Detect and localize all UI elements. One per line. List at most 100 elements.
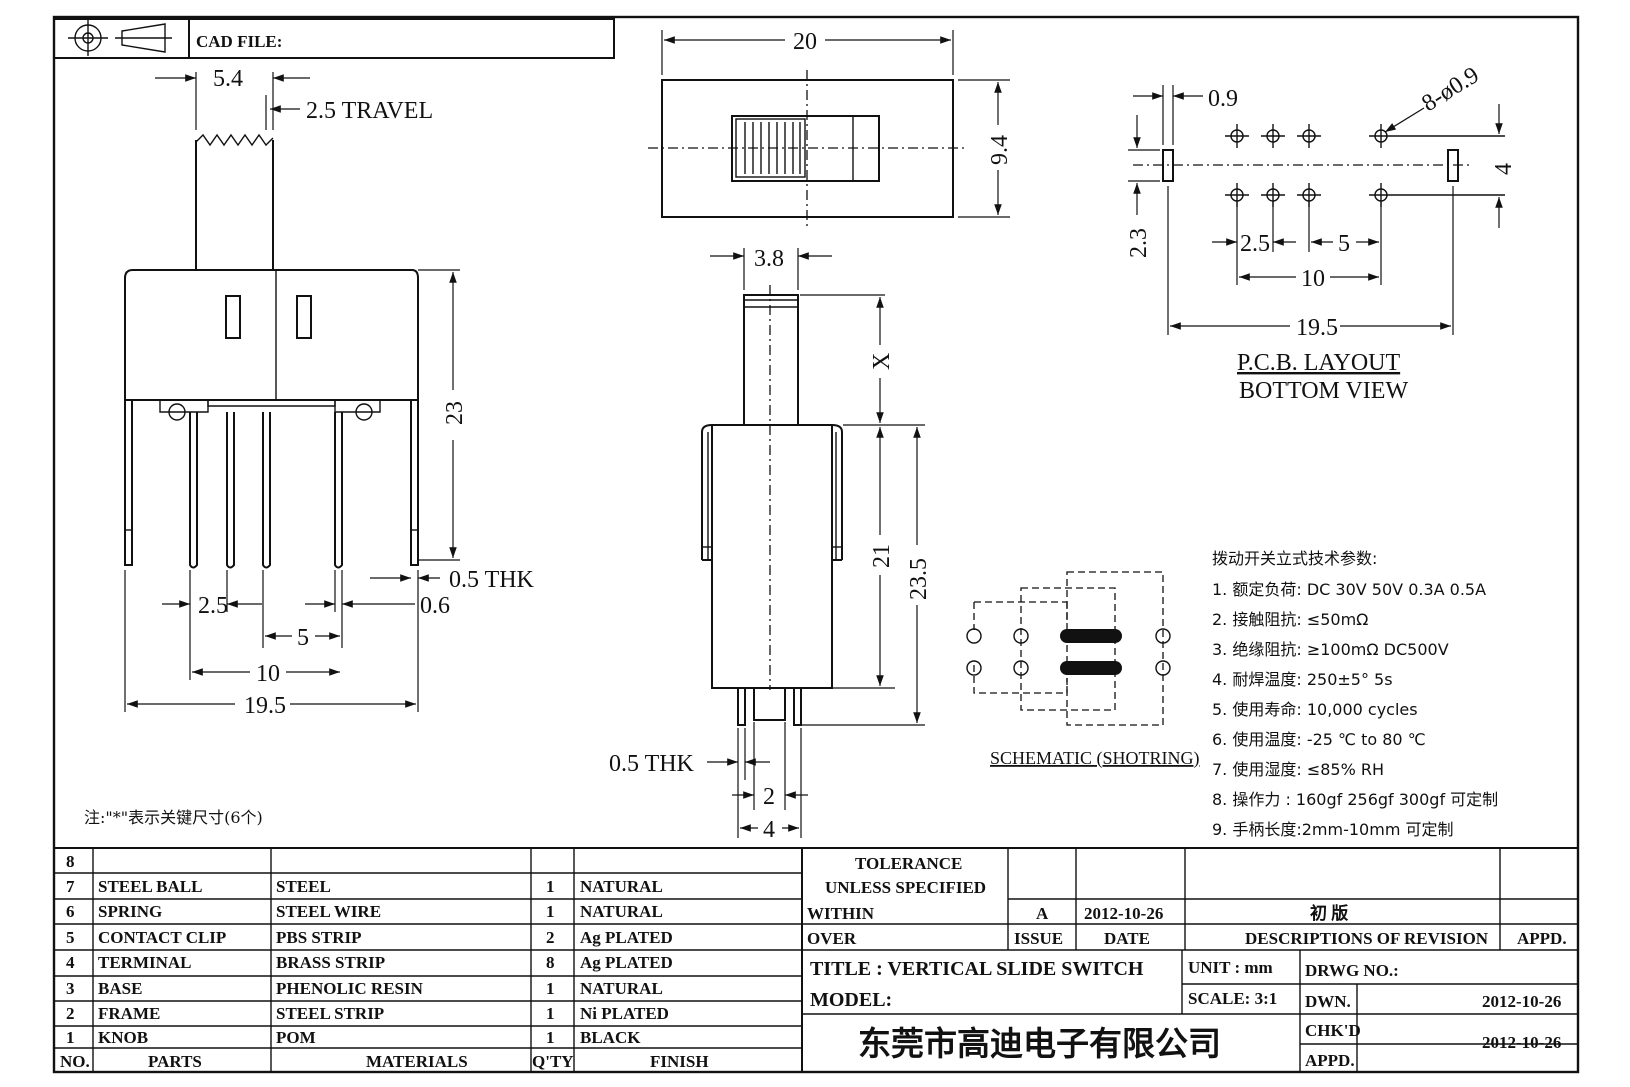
pcb-dim-2-5: 2.5 bbox=[1240, 231, 1270, 257]
row-finish: NATURAL bbox=[580, 979, 663, 998]
schematic: SCHEMATIC (SHOTRING) bbox=[966, 571, 1200, 769]
spec-item: 2. 接触阻抗: ≤50mΩ bbox=[1212, 610, 1368, 629]
row-finish: NATURAL bbox=[580, 877, 663, 896]
dim-side-0-5-thk: 0.5 THK bbox=[609, 751, 695, 777]
row-qty: 1 bbox=[546, 877, 555, 896]
row-material: STEEL bbox=[276, 877, 331, 896]
pcb-dim-10: 10 bbox=[1301, 266, 1325, 292]
spec-item: 6. 使用温度: -25 ℃ to 80 ℃ bbox=[1212, 730, 1426, 749]
row-material: BRASS STRIP bbox=[276, 953, 385, 972]
dim-19-5: 19.5 bbox=[244, 693, 286, 719]
top-view: 20 9.4 bbox=[648, 29, 1013, 228]
row-no: 8 bbox=[66, 852, 75, 871]
tech-specs: 拨动开关立式技术参数: 1. 额定负荷: DC 30V 50V 0.3A 0.5… bbox=[1212, 549, 1498, 839]
row-qty: 2 bbox=[546, 928, 555, 947]
dim-9-4: 9.4 bbox=[987, 135, 1013, 165]
tolerance-label: TOLERANCE bbox=[855, 854, 962, 873]
side-view: 3.8 X 21 23.5 0.5 THK 2 4 bbox=[609, 246, 932, 843]
pcb-dim-4: 4 bbox=[1491, 163, 1517, 175]
row-finish: NATURAL bbox=[580, 902, 663, 921]
dim-x: X bbox=[869, 353, 895, 370]
title-block: TOLERANCE UNLESS SPECIFIED WITHIN OVER A… bbox=[801, 847, 1579, 1073]
dim-4: 4 bbox=[763, 817, 775, 843]
revision-description: 初 版 bbox=[1310, 903, 1348, 923]
spec-item: 1. 额定负荷: DC 30V 50V 0.3A 0.5A bbox=[1212, 580, 1486, 599]
key-dimension-note: 注:"*"表示关键尺寸(6个) bbox=[84, 808, 263, 827]
pcb-dim-2-3: 2.3 bbox=[1126, 228, 1152, 258]
issue-value: A bbox=[1036, 904, 1049, 923]
dwn-date: 2012-10-26 bbox=[1482, 992, 1561, 1011]
front-view: 5.4 2.5 TRAVEL 23 0.5 THK 2.5 0.6 5 bbox=[124, 66, 535, 719]
row-part: FRAME bbox=[98, 1004, 160, 1023]
row-material: POM bbox=[276, 1028, 316, 1047]
header-box: CAD FILE: bbox=[53, 18, 615, 59]
drawing-title: TITLE : VERTICAL SLIDE SWITCH bbox=[810, 958, 1144, 980]
dim-0-6: 0.6 bbox=[420, 593, 450, 619]
model-label: MODEL: bbox=[810, 989, 892, 1011]
row-no: 5 bbox=[66, 928, 75, 947]
revision-desc-label: DESCRIPTIONS OF REVISION bbox=[1245, 929, 1489, 948]
cad-file-label: CAD FILE: bbox=[196, 32, 282, 51]
pcb-dim-hole: 8-ø0.9 bbox=[1417, 62, 1483, 117]
projection-symbol-icon bbox=[68, 20, 172, 56]
dim-3-8: 3.8 bbox=[754, 246, 784, 272]
unless-specified-label: UNLESS SPECIFIED bbox=[825, 878, 986, 897]
parts-table: 8 7 STEEL BALL STEEL 1 NATURAL 6 SPRING … bbox=[53, 847, 803, 1073]
row-no: 1 bbox=[66, 1028, 75, 1047]
row-no: 2 bbox=[66, 1004, 75, 1023]
row-part: BASE bbox=[98, 979, 142, 998]
dim-21: 21 bbox=[869, 544, 895, 568]
chkd-label: CHK'D bbox=[1305, 1021, 1361, 1040]
row-material: PBS STRIP bbox=[276, 928, 362, 947]
dim-travel: 2.5 TRAVEL bbox=[306, 98, 433, 124]
spec-item: 9. 手柄长度:2mm-10mm 可定制 bbox=[1212, 820, 1454, 839]
row-no: 3 bbox=[66, 979, 75, 998]
dim-10: 10 bbox=[256, 661, 280, 687]
date-value: 2012-10-26 bbox=[1084, 904, 1163, 923]
spec-item: 3. 绝缘阻抗: ≥100mΩ DC500V bbox=[1212, 640, 1449, 659]
row-material: STEEL STRIP bbox=[276, 1004, 384, 1023]
specs-heading: 拨动开关立式技术参数: bbox=[1212, 549, 1377, 568]
pcb-dim-5: 5 bbox=[1338, 231, 1350, 257]
spec-item: 4. 耐焊温度: 250±5° 5s bbox=[1212, 670, 1393, 689]
header-materials: MATERIALS bbox=[366, 1052, 468, 1071]
schematic-caption: SCHEMATIC (SHOTRING) bbox=[990, 748, 1200, 769]
header-qty: Q'TY bbox=[532, 1052, 574, 1071]
over-label: OVER bbox=[807, 929, 857, 948]
row-finish: BLACK bbox=[580, 1028, 641, 1047]
scale-label: SCALE: 3:1 bbox=[1188, 989, 1277, 1008]
row-qty: 1 bbox=[546, 902, 555, 921]
dwn-label: DWN. bbox=[1305, 992, 1351, 1011]
pcb-layout-title: P.C.B. LAYOUT bbox=[1237, 350, 1400, 376]
appd-label: APPD. bbox=[1517, 929, 1567, 948]
pcb-layout-subtitle: BOTTOM VIEW bbox=[1239, 378, 1408, 404]
dim-23: 23 bbox=[442, 401, 468, 425]
dim-0-5-thk: 0.5 THK bbox=[449, 567, 535, 593]
dim-2-5: 2.5 bbox=[198, 593, 228, 619]
header-no: NO. bbox=[60, 1052, 90, 1071]
dim-23-5: 23.5 bbox=[906, 558, 932, 600]
row-finish: Ni PLATED bbox=[580, 1004, 669, 1023]
dim-5-4: 5.4 bbox=[213, 66, 243, 92]
row-finish: Ag PLATED bbox=[580, 953, 673, 972]
drawing-number-label: DRWG NO.: bbox=[1305, 961, 1399, 980]
row-material: PHENOLIC RESIN bbox=[276, 979, 424, 998]
date-label: DATE bbox=[1104, 929, 1150, 948]
row-qty: 1 bbox=[546, 1028, 555, 1047]
dim-2: 2 bbox=[763, 784, 775, 810]
row-qty: 1 bbox=[546, 1004, 555, 1023]
row-part: STEEL BALL bbox=[98, 877, 202, 896]
row-material: STEEL WIRE bbox=[276, 902, 381, 921]
spec-item: 5. 使用寿命: 10,000 cycles bbox=[1212, 700, 1418, 719]
row-finish: Ag PLATED bbox=[580, 928, 673, 947]
row-part: SPRING bbox=[98, 902, 162, 921]
unit-label: UNIT : mm bbox=[1188, 958, 1273, 977]
within-label: WITHIN bbox=[807, 904, 875, 923]
row-no: 4 bbox=[66, 953, 75, 972]
pcb-dim-0-9: 0.9 bbox=[1208, 86, 1238, 112]
chkd-date: 2012-10-26 bbox=[1482, 1033, 1561, 1052]
pcb-layout: 0.9 8-ø0.9 4 2.3 2.5 5 10 19.5 P. bbox=[1126, 62, 1517, 404]
appd2-label: APPD. bbox=[1305, 1051, 1355, 1070]
pcb-dim-19-5: 19.5 bbox=[1296, 315, 1338, 341]
